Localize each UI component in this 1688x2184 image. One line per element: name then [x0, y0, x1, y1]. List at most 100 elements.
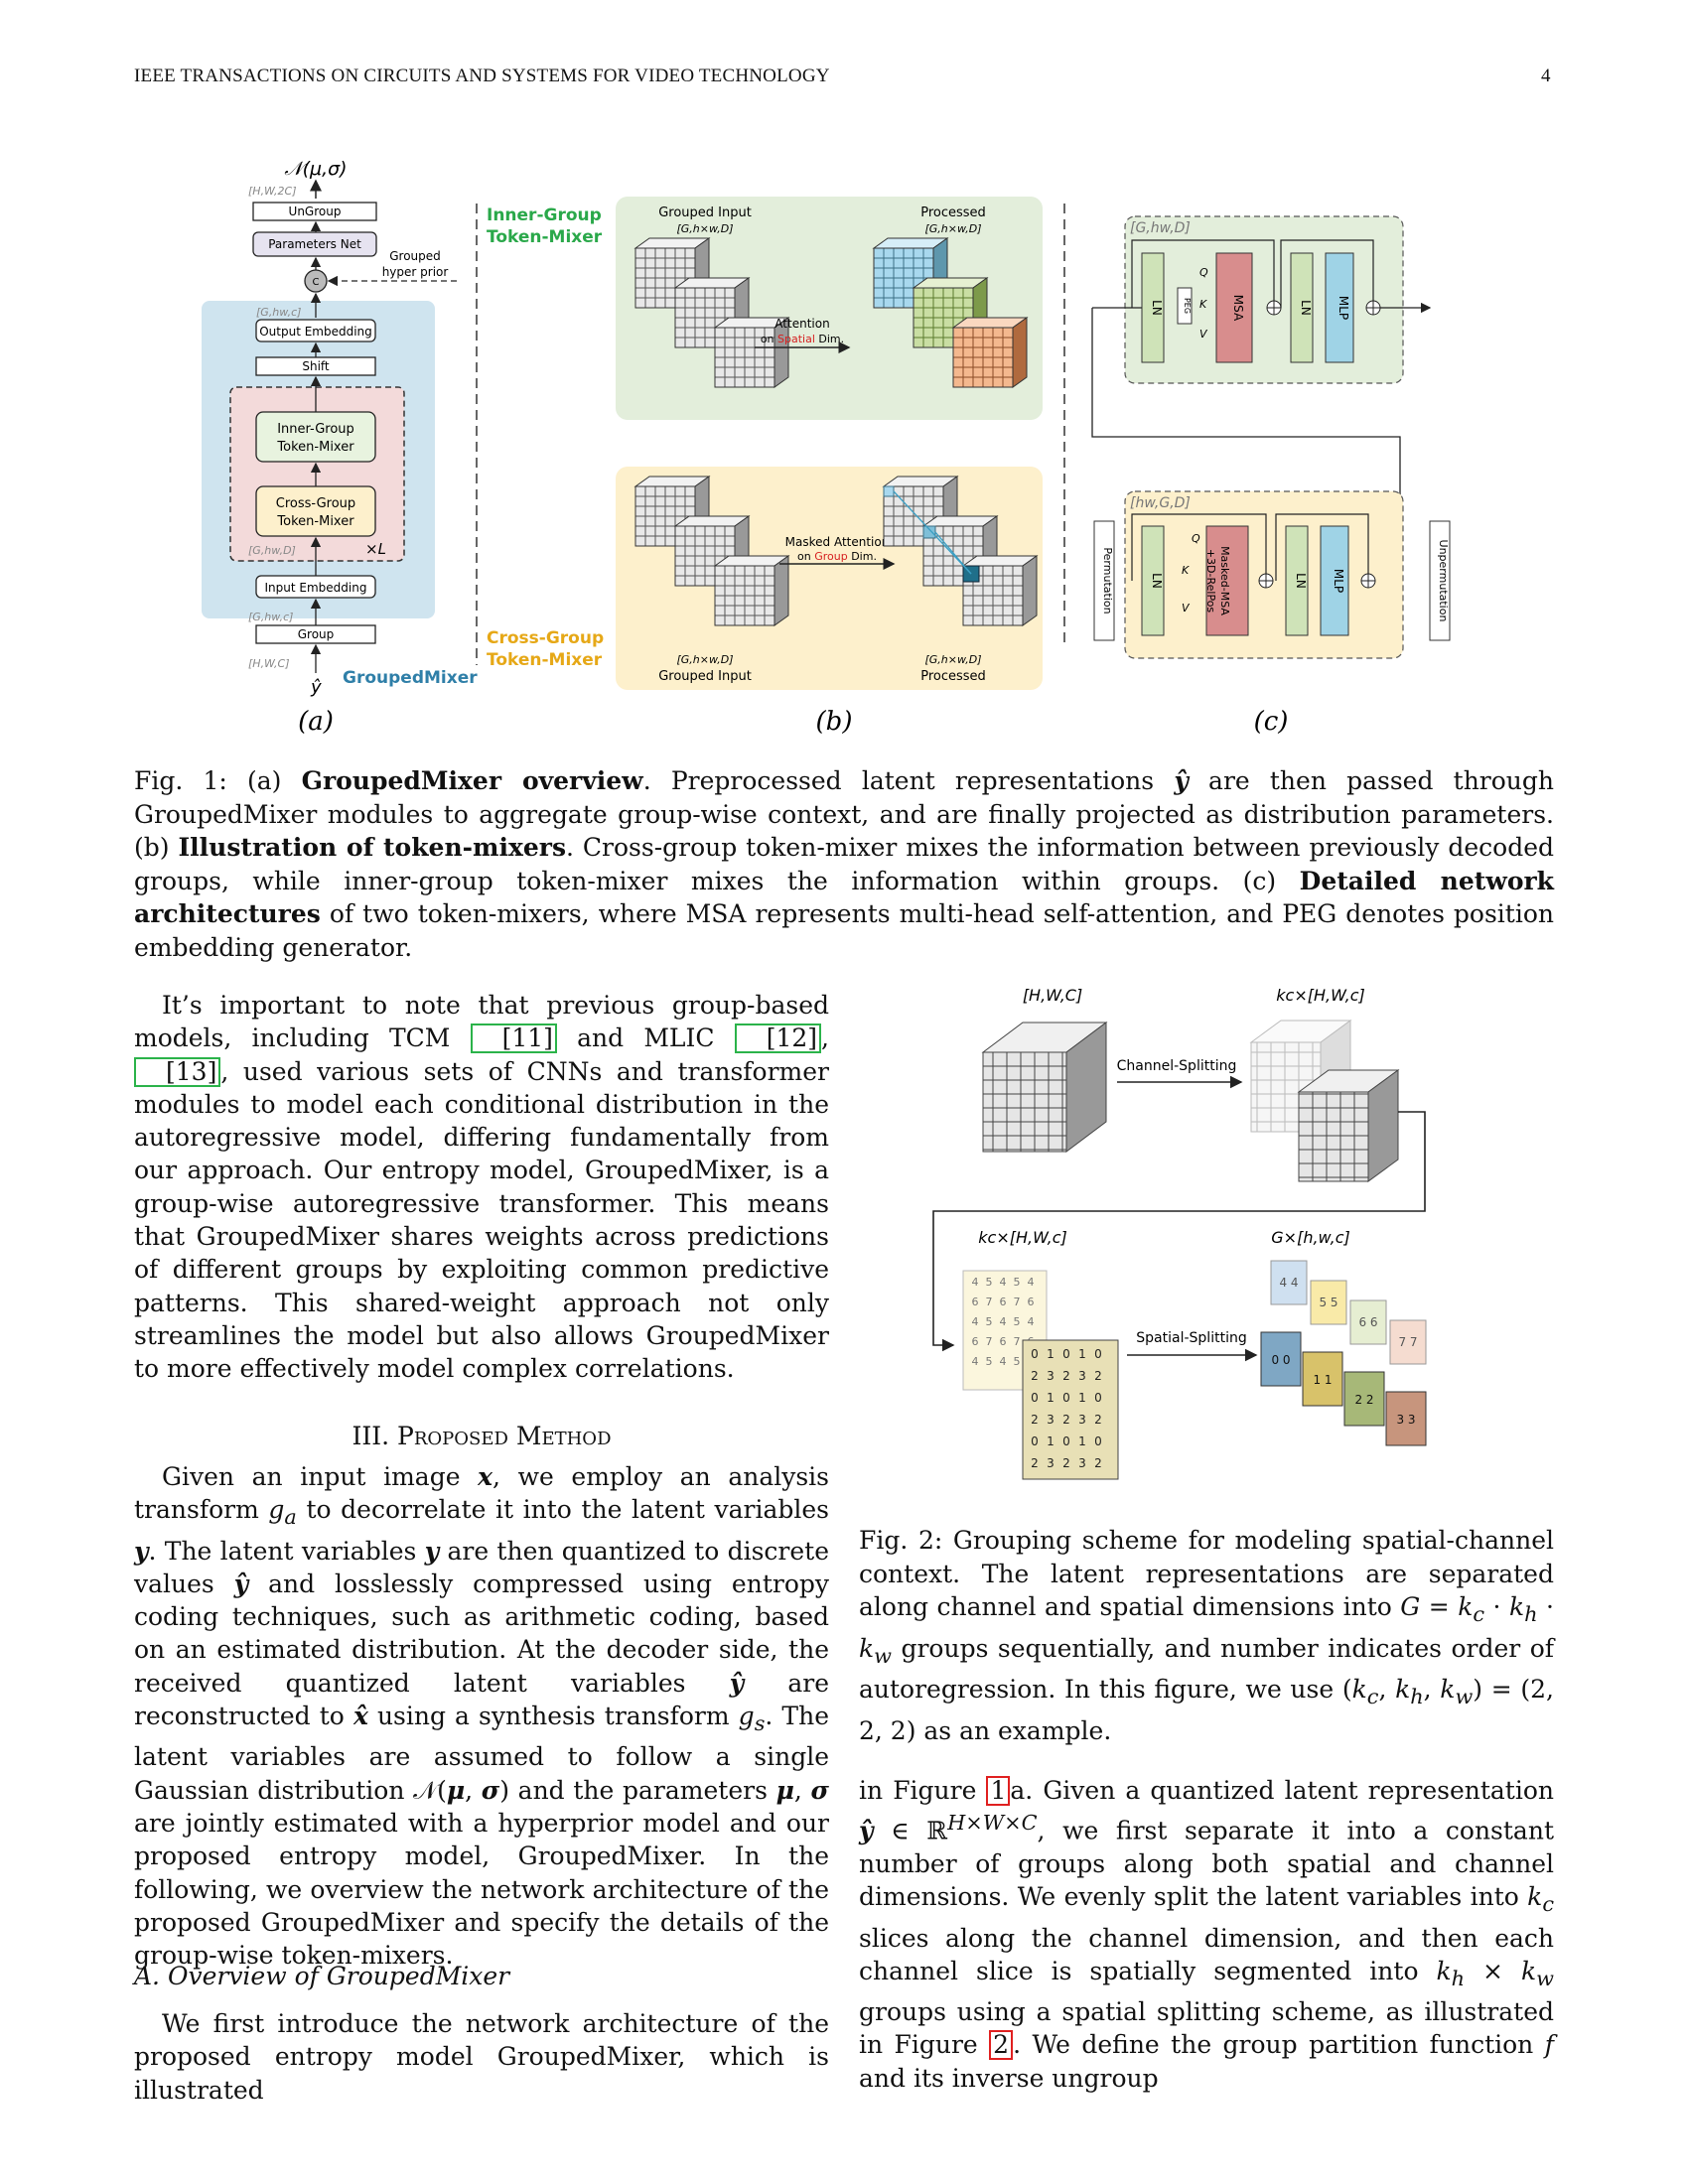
v-label: V	[1182, 602, 1191, 614]
svg-text:4: 4	[972, 1276, 979, 1289]
svg-text:7: 7	[986, 1296, 993, 1308]
svg-text:6: 6	[1000, 1335, 1007, 1348]
left-column: It’s important to note that previous gro…	[134, 989, 829, 1386]
v-label: V	[1199, 328, 1208, 341]
figure-2: [H,W,C] kc×[H,W,c] Channel-Splitting kc×…	[932, 986, 1427, 1480]
svg-text:2: 2	[1094, 1456, 1102, 1470]
svg-text:3 3: 3 3	[1396, 1413, 1415, 1427]
svg-text:3: 3	[1047, 1369, 1055, 1383]
svg-text:5: 5	[1014, 1315, 1021, 1328]
svg-text:5: 5	[986, 1276, 993, 1289]
svg-text:0: 0	[1031, 1347, 1039, 1361]
masked-attention-label: Masked Attention	[785, 535, 890, 549]
normal-dist-label: 𝒩(μ,σ)	[284, 158, 347, 180]
svg-text:2 2: 2 2	[1354, 1393, 1373, 1407]
sub-label-a: (a)	[298, 707, 334, 737]
ln-block: LN	[1299, 300, 1313, 316]
spatial-splitting-label: Spatial-Splitting	[1136, 1330, 1246, 1346]
ungroup-block: UnGroup	[289, 205, 342, 218]
svg-text:3: 3	[1047, 1413, 1055, 1427]
full-latent-cube	[981, 1022, 1108, 1153]
channel-splitting-label: Channel-Splitting	[1117, 1058, 1237, 1074]
paragraph: It’s important to note that previous gro…	[134, 991, 829, 1384]
svg-text:2: 2	[1062, 1413, 1070, 1427]
figure-1: 𝒩(μ,σ) [H,W,2C] UnGroup Parameters Net C…	[202, 158, 1451, 737]
times-l-label: ×L	[365, 540, 386, 558]
svg-text:1: 1	[1078, 1391, 1086, 1405]
dim-label: [G,hw,c]	[256, 306, 301, 319]
dim-label: kc×[H,W,c]	[1276, 986, 1364, 1005]
svg-text:2: 2	[1031, 1369, 1039, 1383]
svg-text:4: 4	[1000, 1315, 1007, 1328]
svg-text:2: 2	[1094, 1413, 1102, 1427]
subsection-heading: A. Overview of GroupedMixer	[134, 1962, 510, 1990]
dim-label: [G,h×w,D]	[924, 222, 981, 235]
dim-label: [G,hw,D]	[1130, 220, 1191, 236]
paragraph: Given an input image x, we employ an ana…	[134, 1462, 830, 1971]
grouped-input-cubes	[633, 237, 790, 388]
mlp-block: MLP	[1336, 296, 1350, 320]
svg-text:3: 3	[1047, 1456, 1055, 1470]
svg-text:2: 2	[1094, 1369, 1102, 1383]
svg-text:5 5: 5 5	[1319, 1296, 1337, 1309]
processed-label: Processed	[920, 205, 986, 220]
svg-text:6: 6	[972, 1335, 979, 1348]
svg-text:3: 3	[1078, 1456, 1086, 1470]
k-label: K	[1199, 298, 1207, 311]
k-label: K	[1182, 564, 1190, 577]
svg-text:6 6: 6 6	[1358, 1315, 1377, 1329]
q-label: Q	[1192, 532, 1200, 545]
spatial-groups: 4 4 5 5 6 6 7 7 0 0 1 1 2 2 3 3	[1260, 1260, 1427, 1446]
svg-text:2: 2	[1031, 1456, 1039, 1470]
svg-text:3: 3	[1078, 1369, 1086, 1383]
svg-text:4: 4	[1028, 1315, 1035, 1328]
svg-text:0: 0	[1062, 1391, 1070, 1405]
dim-label: [H,W,C]	[1023, 986, 1082, 1005]
processed-cubes	[872, 237, 1029, 388]
svg-text:0: 0	[1031, 1391, 1039, 1405]
svg-text:4: 4	[972, 1355, 979, 1368]
dim-label: [G,hw,c]	[248, 611, 293, 623]
svg-text:1: 1	[1047, 1391, 1055, 1405]
svg-text:1: 1	[1078, 1347, 1086, 1361]
svg-text:4: 4	[1028, 1276, 1035, 1289]
svg-text:5: 5	[1014, 1276, 1021, 1289]
svg-text:1: 1	[1047, 1434, 1055, 1448]
section-heading: III. Proposed Method	[352, 1422, 612, 1450]
running-header: IEEE TRANSACTIONS ON CIRCUITS AND SYSTEM…	[134, 66, 830, 86]
grouped-input-label-2: Grouped Input	[658, 669, 752, 684]
svg-text:7: 7	[1014, 1296, 1021, 1308]
svg-text:0: 0	[1062, 1434, 1070, 1448]
dim-label: [G,h×w,D]	[676, 653, 733, 666]
cross-processed-cubes	[882, 476, 1039, 626]
svg-text:4: 4	[1000, 1355, 1007, 1368]
q-label: Q	[1199, 266, 1208, 279]
panel-a: 𝒩(μ,σ) [H,W,2C] UnGroup Parameters Net C…	[202, 158, 478, 698]
cross-input-cubes	[633, 476, 790, 626]
left-column-2: Given an input image x, we employ an ana…	[134, 1460, 829, 1972]
sub-label-b: (b)	[816, 707, 853, 737]
group-block: Group	[298, 627, 335, 641]
permutation-block: Permutation	[1101, 547, 1114, 614]
ln-block: LN	[1150, 300, 1164, 316]
svg-text:0: 0	[1094, 1434, 1102, 1448]
svg-text:7: 7	[986, 1335, 993, 1348]
figure-1-caption: Fig. 1: (a) GroupedMixer overview. Prepr…	[134, 766, 1555, 962]
svg-text:7: 7	[1014, 1335, 1021, 1348]
svg-text:4: 4	[1000, 1276, 1007, 1289]
panel-c: [G,hw,D] LN PEG Q K V MSA LN MLP [hw,G,D…	[1091, 215, 1451, 659]
output-embedding-block: Output Embedding	[259, 325, 372, 339]
paragraph: We first introduce the network architect…	[134, 2009, 829, 2105]
svg-text:2: 2	[1062, 1369, 1070, 1383]
ln-block: LN	[1150, 573, 1164, 589]
svg-text:4 4: 4 4	[1279, 1276, 1298, 1290]
svg-text:1: 1	[1047, 1347, 1055, 1361]
dim-label: G×[h,w,c]	[1271, 1228, 1349, 1247]
processed-label-2: Processed	[920, 669, 986, 684]
